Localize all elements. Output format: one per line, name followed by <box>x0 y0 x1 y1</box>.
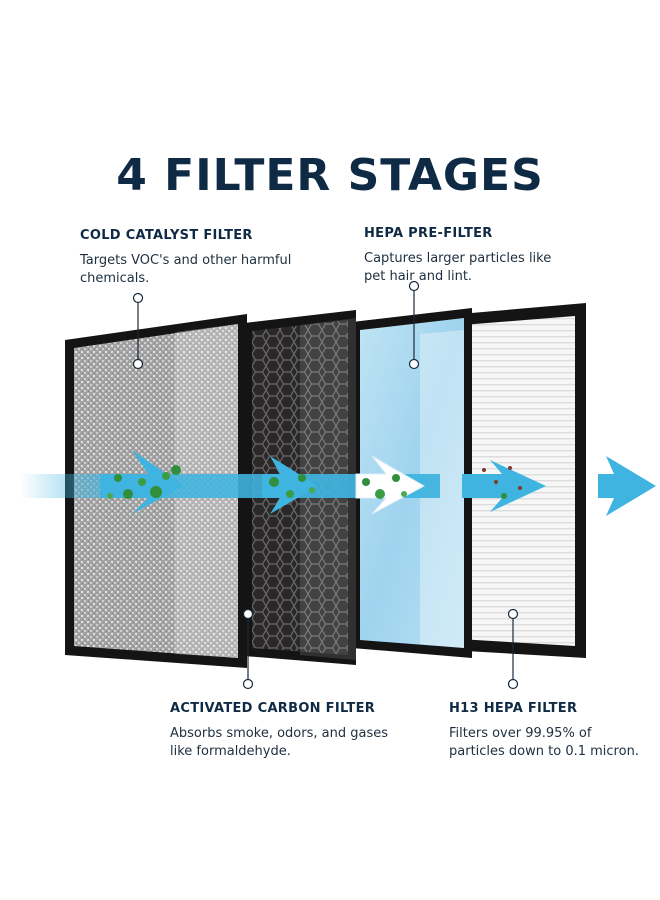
particle-icon <box>162 472 170 480</box>
airflow-arrow-icon <box>262 456 318 514</box>
particle-icon <box>286 490 294 498</box>
callout-activated-carbon-filter: ACTIVATED CARBON FILTER Absorbs smoke, o… <box>170 701 400 761</box>
leader-dot-icon <box>132 358 144 370</box>
particle-icon <box>501 493 507 499</box>
airflow-arrow-icon <box>462 460 546 512</box>
callout-heading: COLD CATALYST FILTER <box>80 228 253 243</box>
particle-icon <box>508 466 512 470</box>
particle-icon <box>362 478 370 486</box>
particle-icon <box>298 474 306 482</box>
page-title: 4 FILTER STAGES <box>116 150 544 201</box>
particle-icon <box>401 491 407 497</box>
airflow-arrow-icon <box>598 456 656 516</box>
airflow-arrow-icon <box>355 455 426 515</box>
particle-icon <box>494 480 498 484</box>
callout-description: Captures larger particles like pet hair … <box>364 251 552 284</box>
particle-icon <box>107 493 113 499</box>
particle-icon <box>482 468 486 472</box>
particle-icon <box>309 487 315 493</box>
particle-icon <box>518 486 522 490</box>
leader-dot-icon <box>408 280 420 292</box>
callout-h13-hepa-filter: H13 HEPA FILTER Filters over 99.95% of p… <box>449 701 649 761</box>
leader-dot-icon <box>242 678 254 690</box>
callout-description: Absorbs smoke, odors, and gases like for… <box>170 726 388 759</box>
particle-icon <box>171 465 181 475</box>
leader-dot-icon <box>408 358 420 370</box>
particle-icon <box>123 489 133 499</box>
particle-icon <box>114 474 122 482</box>
leader-dot-icon <box>132 292 144 304</box>
particle-icon <box>269 477 279 487</box>
particle-icon <box>138 478 146 486</box>
leader-dot-icon <box>507 678 519 690</box>
callout-description: Targets VOC's and other harmful chemical… <box>80 253 292 286</box>
leader-dot-icon <box>507 608 519 620</box>
callout-hepa-pre-filter: HEPA PRE-FILTER Captures larger particle… <box>364 226 574 286</box>
callout-heading: ACTIVATED CARBON FILTER <box>170 701 376 716</box>
leader-lines <box>132 280 519 690</box>
particle-icon <box>392 474 400 482</box>
callout-heading: HEPA PRE-FILTER <box>364 226 493 241</box>
callout-cold-catalyst-filter: COLD CATALYST FILTER Targets VOC's and o… <box>80 228 320 288</box>
callout-description: Filters over 99.95% of particles down to… <box>449 726 639 759</box>
particles <box>107 465 522 499</box>
callout-heading: H13 HEPA FILTER <box>449 701 578 716</box>
leader-dot-icon <box>242 608 254 620</box>
particle-icon <box>150 486 162 498</box>
particle-icon <box>375 489 385 499</box>
